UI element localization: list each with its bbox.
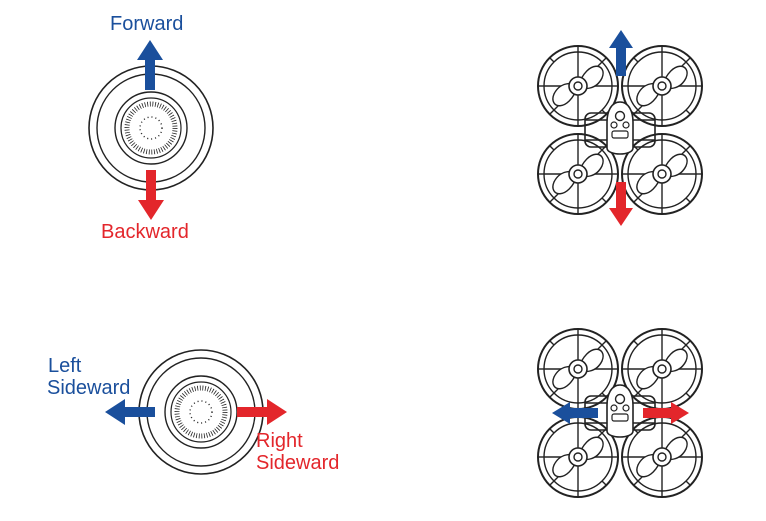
left-sideward-label: Left Sideward bbox=[47, 355, 130, 399]
arrow-up-icon bbox=[137, 40, 163, 90]
arrow-up-icon bbox=[609, 30, 633, 76]
arrow-right-icon bbox=[643, 402, 689, 424]
left-label-line2: Sideward bbox=[47, 377, 131, 399]
arrow-left-icon bbox=[552, 402, 598, 424]
right-label-line2: Sideward bbox=[256, 452, 340, 474]
right-label-line1: Right bbox=[256, 430, 303, 452]
right-sideward-label: Right Sideward bbox=[256, 430, 339, 474]
arrow-down-icon bbox=[138, 170, 164, 220]
arrow-right-icon bbox=[237, 399, 287, 425]
arrow-down-icon bbox=[609, 182, 633, 226]
left-label-line1: Left bbox=[48, 355, 82, 377]
arrow-left-icon bbox=[105, 399, 155, 425]
forward-label: Forward bbox=[110, 13, 184, 35]
backward-label: Backward bbox=[101, 221, 189, 243]
